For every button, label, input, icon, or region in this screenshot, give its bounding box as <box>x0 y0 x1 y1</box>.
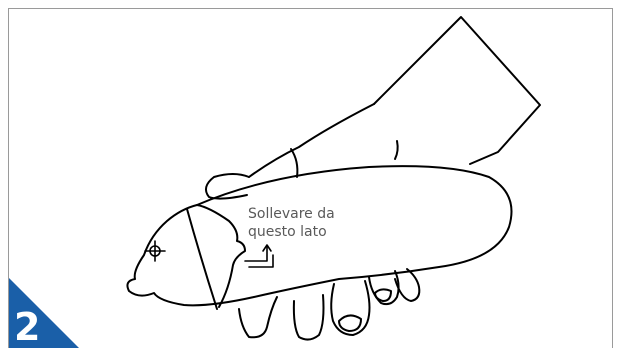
finger-under-3 <box>330 280 371 336</box>
step-number: 2 <box>14 305 41 348</box>
finger-knuckle-line-2 <box>394 140 399 160</box>
finger-top-outline <box>204 173 250 200</box>
crosshair-icon <box>144 240 166 262</box>
device-cap-seam <box>196 204 246 308</box>
finger-under-1 <box>238 296 278 339</box>
finger-knuckle-line <box>290 148 299 178</box>
finger-under-4 <box>368 270 400 306</box>
instruction-line-1: Sollevare da <box>248 206 335 222</box>
finger-under-2 <box>292 294 325 341</box>
device-cap-divider <box>186 208 218 310</box>
lift-arrow-icon <box>244 244 274 268</box>
illustration-frame: Sollevare da questo lato 2 <box>8 8 613 348</box>
instruction-line-2: questo lato <box>248 224 327 240</box>
hand-back-outline <box>248 103 375 178</box>
finger-nail-4 <box>374 288 392 302</box>
finger-under-5 <box>394 268 421 302</box>
forearm-outline <box>373 16 541 165</box>
hand-holding-device-illustration <box>126 16 541 341</box>
finger-nail-3 <box>338 314 362 332</box>
lift-instruction-label: Sollevare da questo lato <box>248 205 368 241</box>
device-body-outline <box>126 165 513 307</box>
